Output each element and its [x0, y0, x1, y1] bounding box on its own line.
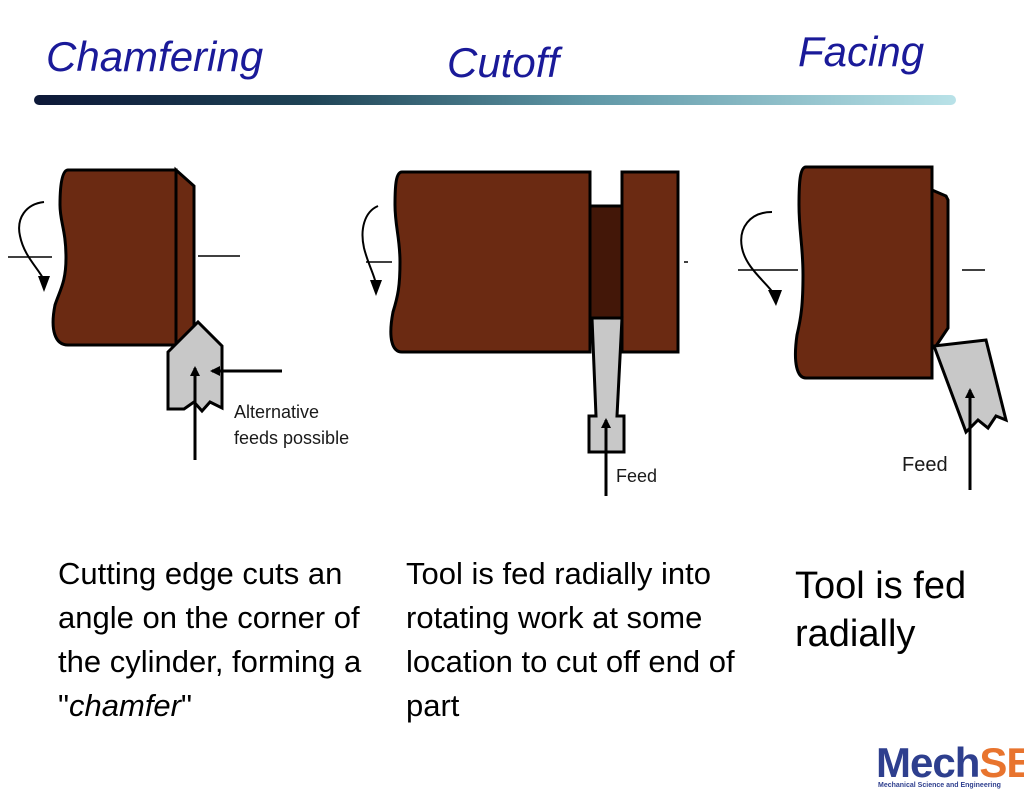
faced-surface — [930, 187, 950, 348]
workpiece — [793, 165, 934, 380]
title-facing: Facing — [798, 28, 925, 75]
cutoff-groove — [588, 204, 624, 320]
title-chamfering: Chamfering — [46, 33, 264, 80]
description-facing: Tool is fed radially — [795, 565, 967, 655]
logo-mech: Mech — [876, 739, 980, 786]
cutoff-illustration: Feed — [361, 170, 688, 496]
rotation-arrowhead — [768, 290, 782, 306]
chamfering-illustration: Alternative feeds possible — [8, 166, 349, 460]
description-cutoff: Tool is fed radially into rotating work … — [406, 556, 735, 723]
chamfer-emphasis: chamfer — [69, 688, 181, 723]
description-chamfering-text: Cutting edge cuts an angle on the corner… — [58, 556, 362, 723]
description-chamfering-end: " — [181, 688, 193, 723]
logo-wordmark: MechSE — [876, 742, 1024, 784]
rotation-arrow — [361, 205, 379, 285]
alternative-feeds-label-line1: Alternative — [234, 402, 319, 422]
workpiece-end-face — [174, 166, 196, 349]
workpiece — [389, 170, 592, 354]
cutoff-tool — [587, 316, 626, 454]
logo-subtitle: Mechanical Science and Engineering — [878, 782, 1001, 789]
description-chamfering: Cutting edge cuts an angle on the corner… — [58, 552, 378, 728]
rotation-arrow — [18, 201, 45, 281]
rotation-arrowhead — [370, 280, 382, 296]
title-cutoff: Cutoff — [447, 39, 560, 86]
workpiece — [51, 168, 178, 347]
feed-label: Feed — [902, 454, 948, 476]
title-divider — [34, 95, 956, 105]
logo-se: SE — [979, 739, 1024, 786]
facing-tool — [931, 338, 1009, 435]
rotation-arrow — [740, 211, 775, 295]
cut-off-end — [620, 170, 680, 354]
facing-illustration: Feed — [738, 165, 1009, 490]
feed-label: Feed — [616, 466, 657, 486]
alternative-feeds-label-line2: feeds possible — [234, 428, 349, 448]
mechse-logo: MechSE Mechanical Science and Engineerin… — [876, 742, 1024, 791]
rotation-arrowhead — [38, 276, 50, 292]
